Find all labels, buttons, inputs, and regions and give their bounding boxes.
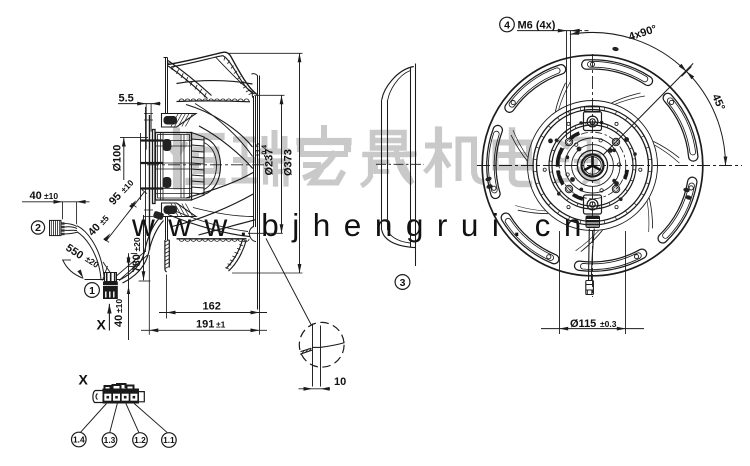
svg-text:40: 40 [113,315,125,327]
svg-text:X: X [79,372,89,388]
svg-text:-0.4: -0.4 [262,145,269,157]
svg-text:Ø115: Ø115 [570,318,596,330]
svg-text:3: 3 [400,277,406,289]
svg-text:+1.5: +1.5 [255,143,262,157]
svg-text:±20: ±20 [132,237,142,251]
svg-text:±10: ±10 [44,191,58,201]
svg-text:X: X [97,317,107,333]
svg-text:Ø237: Ø237 [264,149,276,176]
svg-text:40: 40 [30,190,42,202]
svg-text:10: 10 [334,376,346,388]
svg-text:191: 191 [196,319,214,331]
svg-text:162: 162 [203,301,221,313]
svg-text:1.1: 1.1 [163,435,175,445]
svg-text:Ø100: Ø100 [112,145,124,172]
svg-text:±10: ±10 [114,299,124,313]
svg-text:1.2: 1.2 [134,435,146,445]
svg-text:5.5: 5.5 [119,93,134,105]
svg-text:780: 780 [131,254,143,272]
svg-text:1: 1 [89,285,95,297]
svg-text:2: 2 [35,222,41,234]
svg-text:±0.3: ±0.3 [600,319,617,329]
svg-text:4: 4 [504,19,510,31]
svg-text:1.4: 1.4 [73,435,85,445]
svg-text:M6 (4x): M6 (4x) [518,20,556,32]
svg-text:Ø373: Ø373 [283,149,295,176]
svg-text:1.3: 1.3 [104,435,116,445]
svg-text:±1: ±1 [216,320,226,330]
